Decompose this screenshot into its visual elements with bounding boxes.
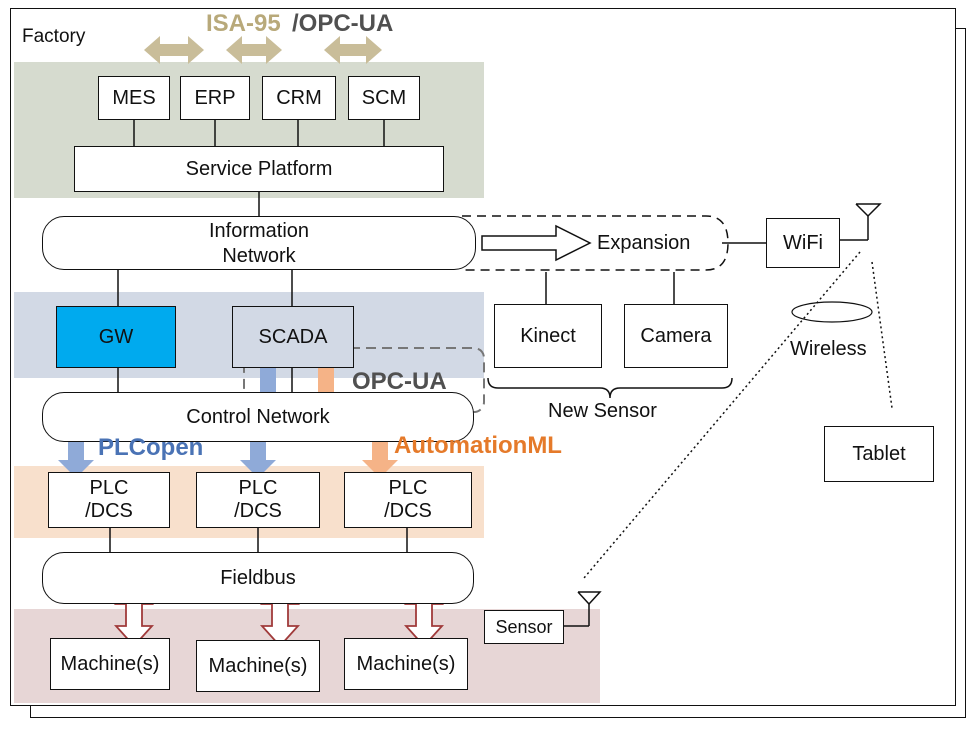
plc-box-2: PLC /DCS xyxy=(196,472,320,528)
new-sensor-label: New Sensor xyxy=(548,400,657,422)
gateway-box: GW xyxy=(56,306,176,368)
plc-box-3: PLC /DCS xyxy=(344,472,472,528)
factory-label: Factory xyxy=(22,26,86,47)
fieldbus: Fieldbus xyxy=(42,552,474,604)
wireless-label: Wireless xyxy=(790,338,867,360)
isa95-label: ISA-95 xyxy=(206,10,281,37)
opcua-top-label: /OPC-UA xyxy=(292,10,394,37)
crm-box: CRM xyxy=(262,76,336,120)
service-platform-box: Service Platform xyxy=(74,146,444,192)
plc-box-1: PLC /DCS xyxy=(48,472,170,528)
tablet-box: Tablet xyxy=(824,426,934,482)
machine-box-1: Machine(s) xyxy=(50,638,170,690)
scada-box: SCADA xyxy=(232,306,354,368)
sensor-box: Sensor xyxy=(484,610,564,644)
mes-box: MES xyxy=(98,76,170,120)
kinect-box: Kinect xyxy=(494,304,602,368)
expansion-label: Expansion xyxy=(597,232,691,254)
opcua-mid-label: OPC-UA xyxy=(352,368,447,395)
automationml-label: AutomationML xyxy=(394,432,562,459)
machine-box-2: Machine(s) xyxy=(196,640,320,692)
plcopen-label: PLCopen xyxy=(98,434,204,461)
machine-box-3: Machine(s) xyxy=(344,638,468,690)
wifi-box: WiFi xyxy=(766,218,840,268)
erp-box: ERP xyxy=(180,76,250,120)
information-network: Information Network xyxy=(42,216,476,270)
control-network: Control Network xyxy=(42,392,474,442)
camera-box: Camera xyxy=(624,304,728,368)
scm-box: SCM xyxy=(348,76,420,120)
